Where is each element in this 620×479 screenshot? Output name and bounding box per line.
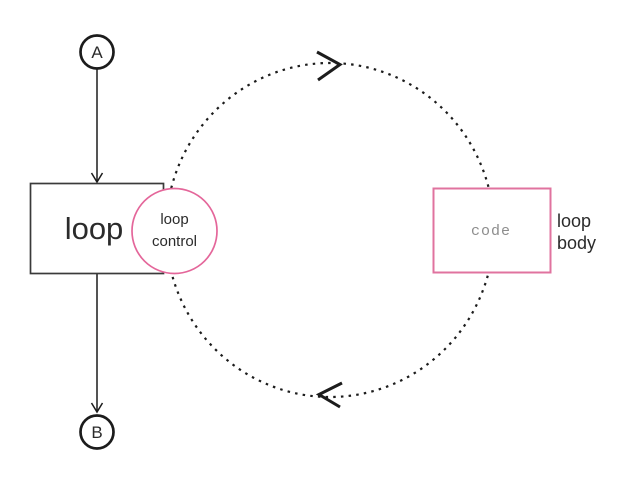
cycle-direction-right-icon [316,50,343,82]
connector-node-a: A [79,34,115,70]
arrow-loop-to-b [90,273,104,414]
loop-body-label-line2: body [557,233,596,253]
loop-control-label-line2: control [152,233,197,250]
arrowhead-down-icon [90,172,104,184]
connector-b-label: B [91,423,102,442]
loop-body-annotation: loop body [557,211,596,253]
code-box-label: code [471,223,511,240]
connector-node-b: B [79,414,115,450]
arrowhead-down-icon [90,402,104,414]
loop-control-node: loop control [131,187,218,275]
cycle-direction-left-icon [315,381,343,409]
connector-a-label: A [91,43,103,62]
arrow-a-to-loop [90,69,104,184]
code-box: code [432,187,552,274]
loop-control-label-line1: loop [160,211,188,228]
loop-box-label: loop [65,211,124,246]
loop-body-label-line1: loop [557,211,591,231]
